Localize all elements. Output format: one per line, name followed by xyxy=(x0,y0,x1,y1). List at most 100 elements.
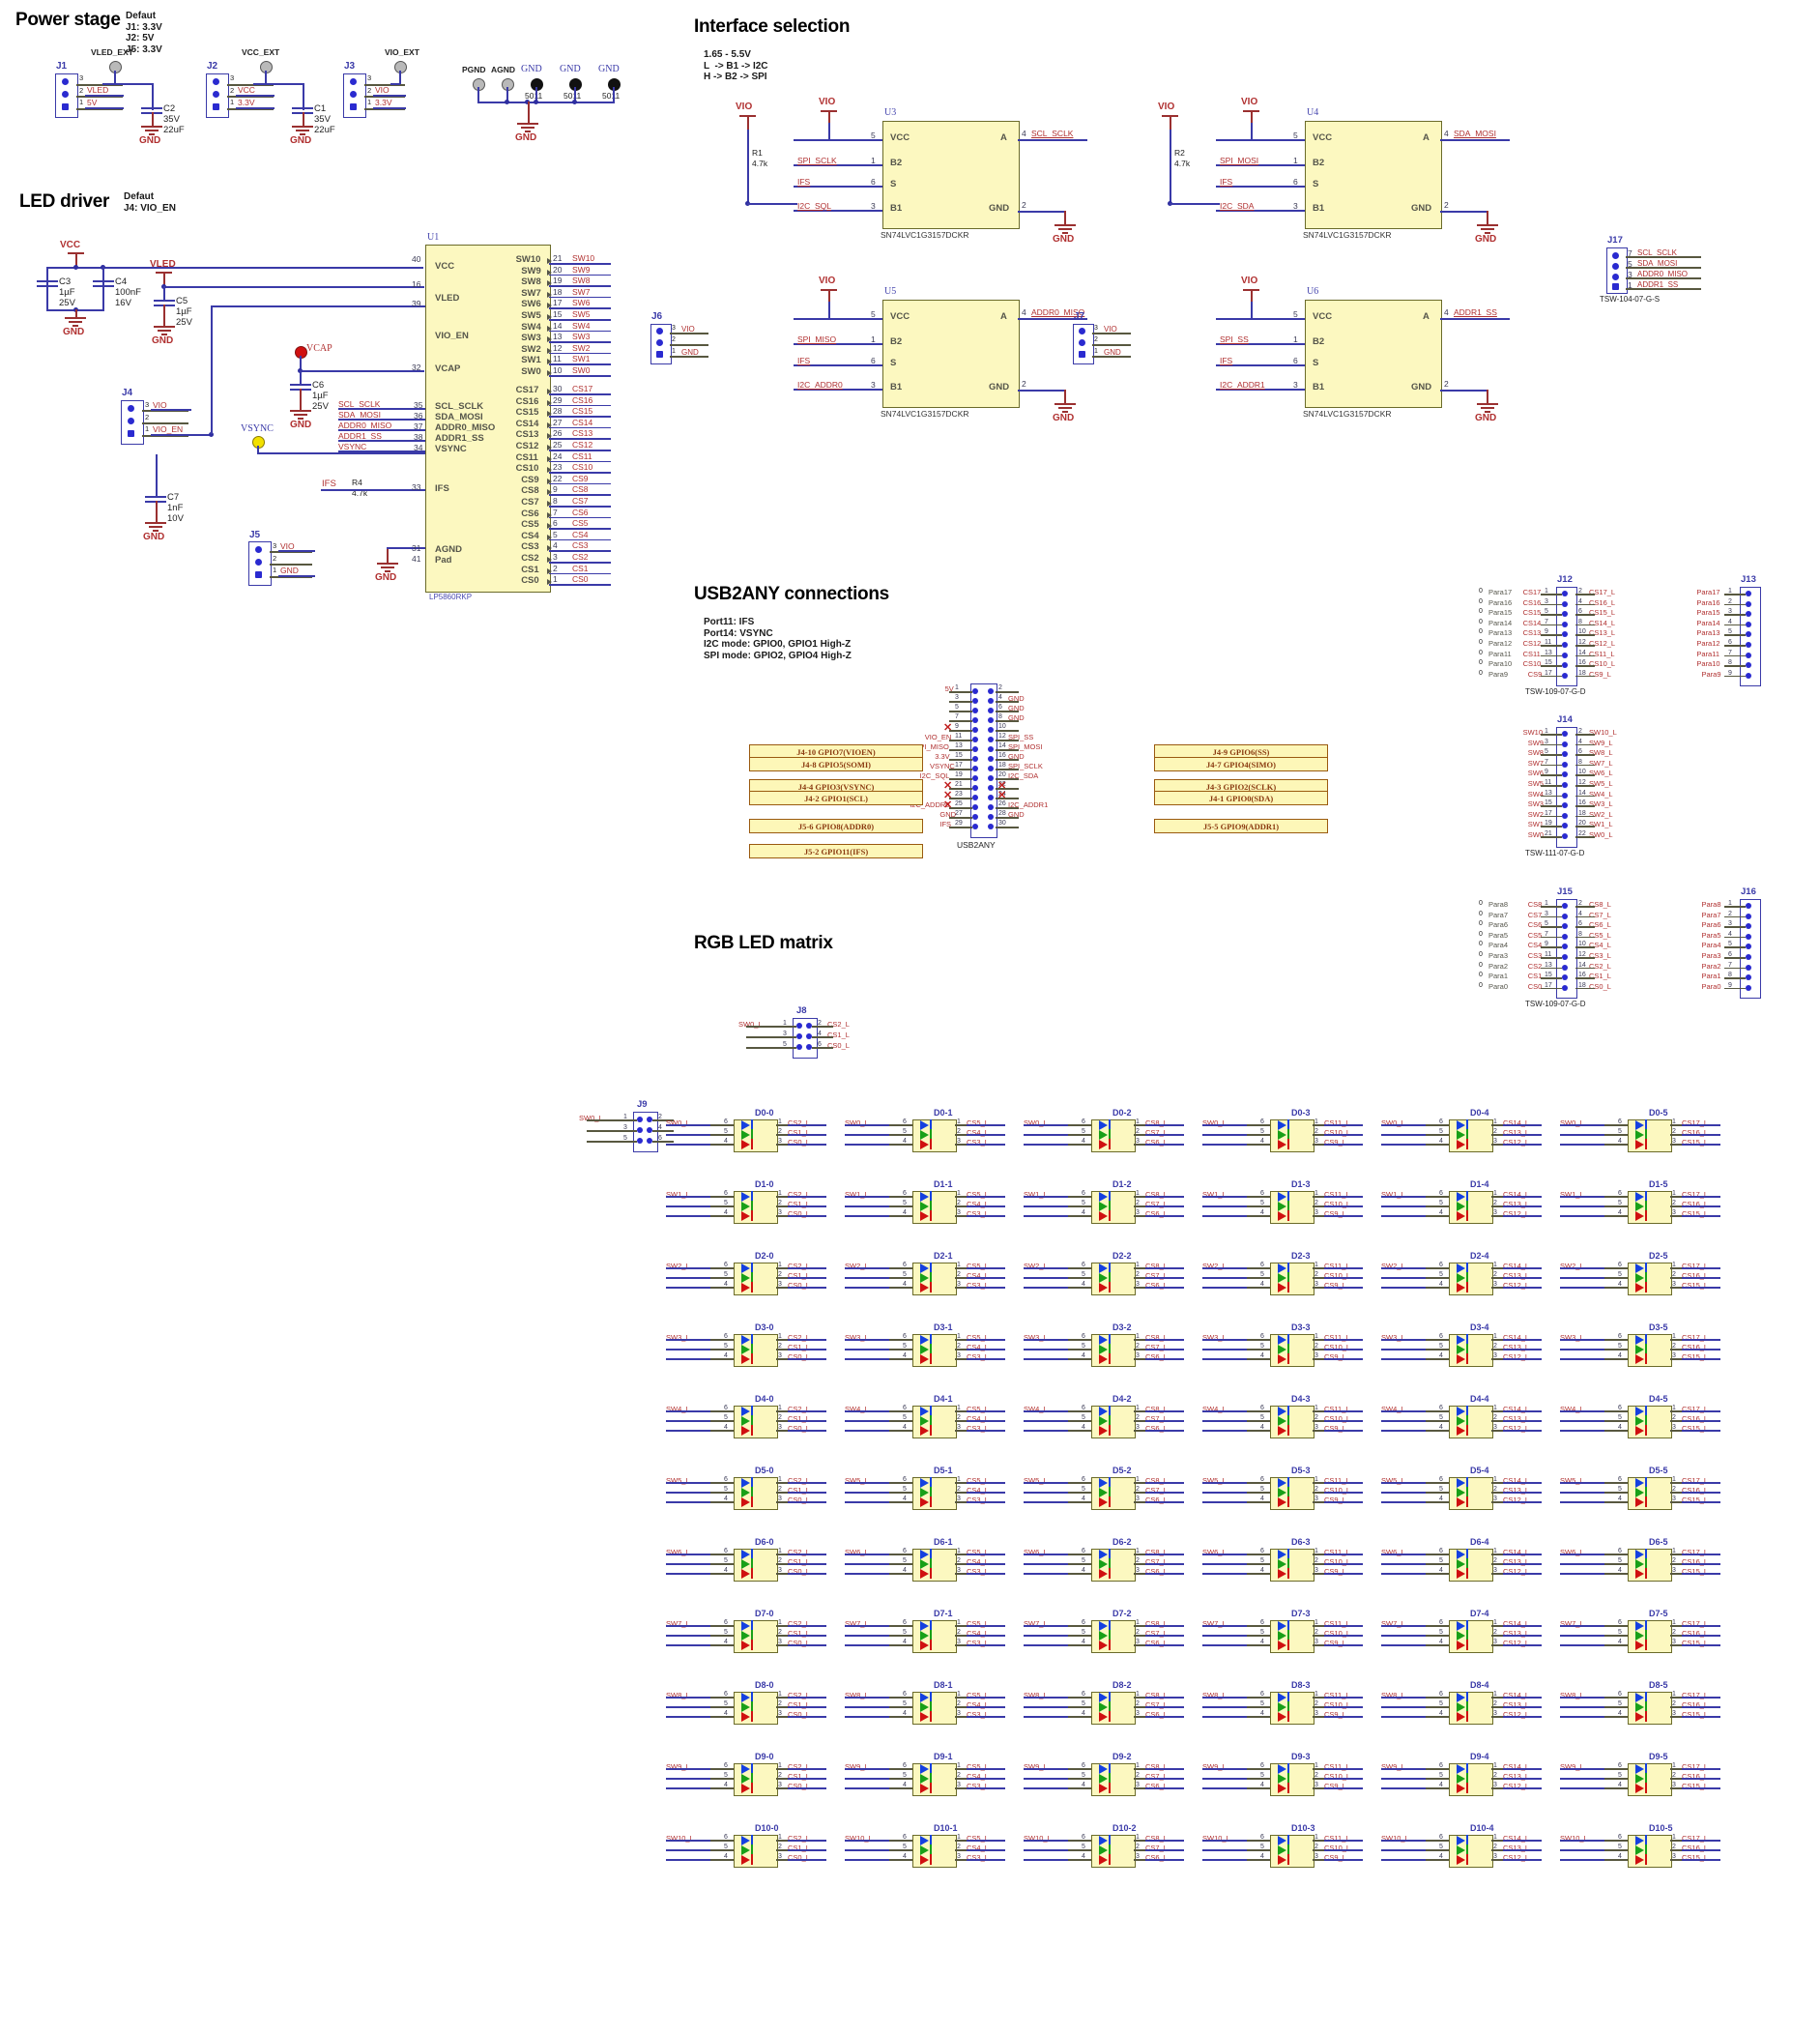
testpoint-pgnd[interactable] xyxy=(473,78,485,91)
usb2any-pin-right-22[interactable] xyxy=(988,785,994,791)
ic-u1-body[interactable] xyxy=(425,245,551,593)
usb2any-pin-left-13[interactable] xyxy=(972,746,978,752)
header-j14-pin-19[interactable] xyxy=(1562,823,1568,829)
usb2any-pin-right-26[interactable] xyxy=(988,804,994,810)
connector-j2-pin2[interactable] xyxy=(213,91,219,98)
header-j14-pin-5[interactable] xyxy=(1562,751,1568,758)
connector-j3-pin1[interactable] xyxy=(350,103,357,110)
connector-j3-pin2[interactable] xyxy=(350,91,357,98)
header-j14-pin-11[interactable] xyxy=(1562,782,1568,788)
connector-j7-pin1[interactable] xyxy=(1079,351,1085,358)
header-j13-body[interactable] xyxy=(1740,587,1761,687)
header-j12-pin-15[interactable] xyxy=(1562,662,1568,669)
header-j14-pin-17[interactable] xyxy=(1562,812,1568,819)
ic-u6-body[interactable] xyxy=(1305,300,1442,408)
usb2any-pin-left-27[interactable] xyxy=(972,814,978,820)
connector-j1-pin1[interactable] xyxy=(62,103,69,110)
header-j17-body[interactable] xyxy=(1606,247,1628,294)
header-j13-pin-6[interactable] xyxy=(1746,642,1751,648)
usb2any-pin-right-28[interactable] xyxy=(988,814,994,820)
testpoint-gnd-3[interactable] xyxy=(608,78,621,91)
header-j14-pin-13[interactable] xyxy=(1562,792,1568,799)
header-j12-body[interactable] xyxy=(1556,587,1577,687)
usb2any-pin-left-3[interactable] xyxy=(972,698,978,704)
usb2any-pin-right-24[interactable] xyxy=(988,795,994,800)
usb2any-pin-left-21[interactable] xyxy=(972,785,978,791)
header-j13-pin-2[interactable] xyxy=(1746,600,1751,607)
usb2any-pin-right-6[interactable] xyxy=(988,708,994,713)
connector-j7-pin3[interactable] xyxy=(1079,328,1085,334)
connector-j6-pin3[interactable] xyxy=(656,328,663,334)
testpoint-agnd[interactable] xyxy=(502,78,514,91)
header-j15-pin-1[interactable] xyxy=(1562,903,1568,909)
header-j12-pin-3[interactable] xyxy=(1562,600,1568,607)
header-j16-pin-9[interactable] xyxy=(1746,984,1751,991)
header-j15-pin-7[interactable] xyxy=(1562,933,1568,940)
testpoint-vcap[interactable] xyxy=(295,346,307,359)
usb2any-pin-left-11[interactable] xyxy=(972,737,978,742)
header-j13-pin-9[interactable] xyxy=(1746,672,1751,679)
usb2any-pin-left-9[interactable] xyxy=(972,727,978,733)
usb2any-pin-left-19[interactable] xyxy=(972,775,978,781)
usb2any-pin-right-8[interactable] xyxy=(988,717,994,723)
header-j16-pin-7[interactable] xyxy=(1746,964,1751,971)
usb2any-pin-left-7[interactable] xyxy=(972,717,978,723)
usb2any-pin-left-17[interactable] xyxy=(972,766,978,771)
header-j16-pin-3[interactable] xyxy=(1746,923,1751,930)
connector-j2-pin1[interactable] xyxy=(213,103,219,110)
usb2any-pin-left-15[interactable] xyxy=(972,756,978,762)
connector-j4-pin1[interactable] xyxy=(128,430,134,437)
connector-j7-pin2[interactable] xyxy=(1079,339,1085,346)
header-j12-pin-11[interactable] xyxy=(1562,642,1568,648)
connector-j6-pin1[interactable] xyxy=(656,351,663,358)
header-j16-pin-5[interactable] xyxy=(1746,944,1751,950)
usb2any-pin-right-18[interactable] xyxy=(988,766,994,771)
header-j15-pin-3[interactable] xyxy=(1562,913,1568,919)
header-j12-pin-13[interactable] xyxy=(1562,652,1568,658)
header-j13-pin-4[interactable] xyxy=(1746,621,1751,627)
header-j13-pin-8[interactable] xyxy=(1746,662,1751,669)
header-j14-body[interactable] xyxy=(1556,727,1577,848)
header-j16-pin-1[interactable] xyxy=(1746,903,1751,909)
connector-j1-pin2[interactable] xyxy=(62,91,69,98)
usb2any-pin-left-1[interactable] xyxy=(972,688,978,694)
header-j12-pin-7[interactable] xyxy=(1562,621,1568,627)
header-j13-pin-3[interactable] xyxy=(1746,611,1751,618)
header-j14-pin-7[interactable] xyxy=(1562,761,1568,768)
header-j12-pin-17[interactable] xyxy=(1562,672,1568,679)
connector-j2-pin3[interactable] xyxy=(213,78,219,85)
header-j15-body[interactable] xyxy=(1556,899,1577,1000)
usb2any-pin-right-12[interactable] xyxy=(988,737,994,742)
header-j15-pin-9[interactable] xyxy=(1562,944,1568,950)
header-j15-pin-15[interactable] xyxy=(1562,974,1568,981)
connector-j4-pin2[interactable] xyxy=(128,418,134,424)
header-j13-pin-7[interactable] xyxy=(1746,652,1751,658)
testpoint-vcc-ext[interactable] xyxy=(260,61,273,73)
connector-j5-pin3[interactable] xyxy=(255,546,262,553)
testpoint-gnd-2[interactable] xyxy=(569,78,582,91)
header-j14-pin-3[interactable] xyxy=(1562,741,1568,747)
connector-j4-pin3[interactable] xyxy=(128,405,134,412)
usb2any-pin-right-14[interactable] xyxy=(988,746,994,752)
header-j16-pin-8[interactable] xyxy=(1746,974,1751,981)
header-j13-pin-1[interactable] xyxy=(1746,591,1751,596)
connector-j3-pin3[interactable] xyxy=(350,78,357,85)
header-j16-body[interactable] xyxy=(1740,899,1761,1000)
usb2any-pin-left-29[interactable] xyxy=(972,824,978,829)
header-j14-pin-15[interactable] xyxy=(1562,802,1568,809)
header-j13-pin-5[interactable] xyxy=(1746,631,1751,638)
connector-j6-pin2[interactable] xyxy=(656,339,663,346)
header-j16-pin-6[interactable] xyxy=(1746,954,1751,960)
header-j12-pin-9[interactable] xyxy=(1562,631,1568,638)
usb2any-pin-left-25[interactable] xyxy=(972,804,978,810)
connector-j1-pin3[interactable] xyxy=(62,78,69,85)
usb2any-pin-right-10[interactable] xyxy=(988,727,994,733)
connector-j5-pin2[interactable] xyxy=(255,559,262,566)
header-j15-pin-11[interactable] xyxy=(1562,954,1568,960)
testpoint-gnd-1[interactable] xyxy=(531,78,543,91)
usb2any-pin-left-23[interactable] xyxy=(972,795,978,800)
header-j16-pin-2[interactable] xyxy=(1746,913,1751,919)
header-j15-pin-13[interactable] xyxy=(1562,964,1568,971)
usb2any-pin-left-5[interactable] xyxy=(972,708,978,713)
usb2any-pin-right-16[interactable] xyxy=(988,756,994,762)
